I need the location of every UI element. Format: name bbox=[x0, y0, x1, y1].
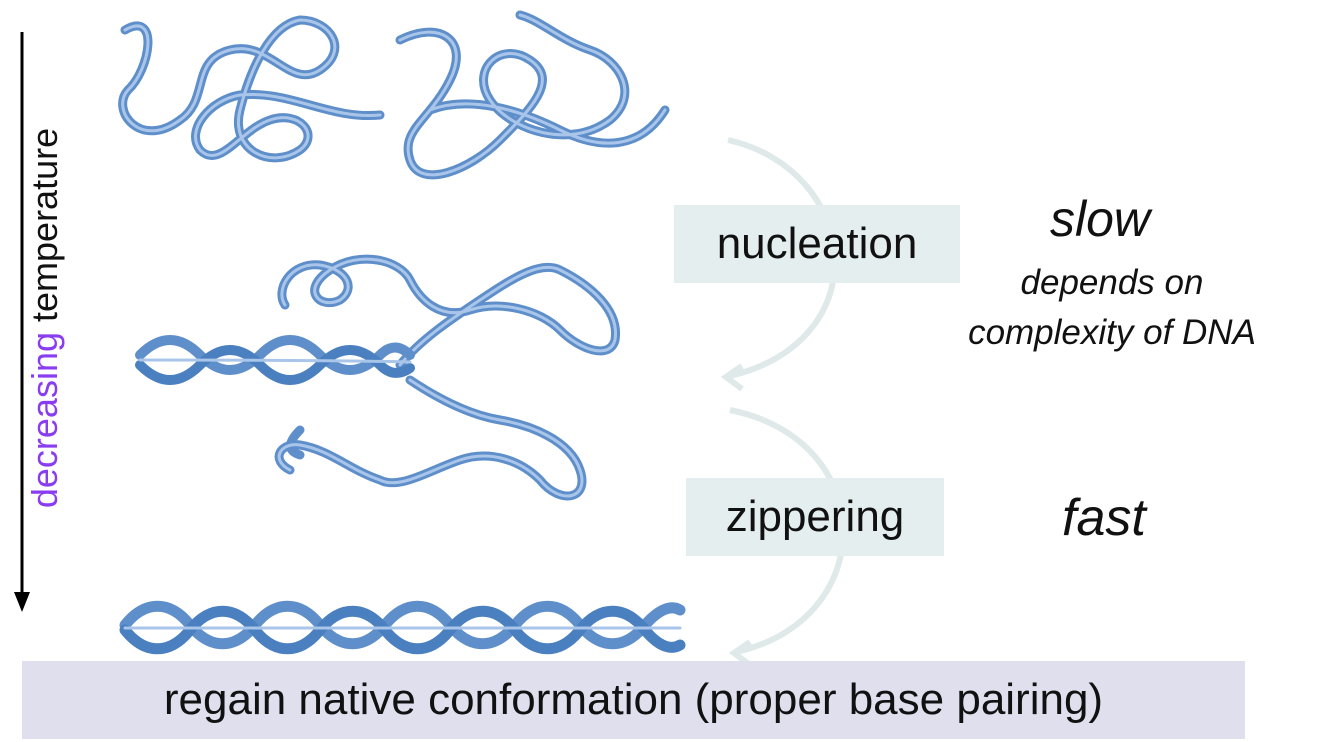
zippering-label: zippering bbox=[725, 492, 905, 541]
axis-label-rest: temperature bbox=[24, 127, 65, 332]
nucleated-dna bbox=[135, 254, 621, 501]
temperature-axis-label: decreasing temperature bbox=[24, 128, 66, 508]
result-text: regain native conformation (proper base … bbox=[163, 675, 1104, 724]
zippering-step-box: zippering bbox=[686, 478, 944, 556]
slow-rate-detail: depends on complexity of DNA bbox=[912, 258, 1312, 358]
temperature-axis-arrow bbox=[14, 32, 30, 612]
nucleation-step-box: nucleation bbox=[674, 205, 960, 283]
native-double-helix bbox=[119, 600, 686, 655]
denatured-dna-strands bbox=[118, 10, 670, 180]
result-banner: regain native conformation (proper base … bbox=[22, 661, 1245, 739]
slow-rate-label: slow bbox=[1050, 191, 1151, 247]
slow-detail-line1: depends on bbox=[1020, 263, 1204, 302]
axis-accent-word: decreasing bbox=[24, 331, 65, 509]
nucleation-arrowhead bbox=[720, 363, 744, 392]
fast-rate-label: fast bbox=[1062, 489, 1146, 547]
slow-detail-line2: complexity of DNA bbox=[968, 313, 1256, 352]
nucleation-label: nucleation bbox=[716, 219, 918, 268]
